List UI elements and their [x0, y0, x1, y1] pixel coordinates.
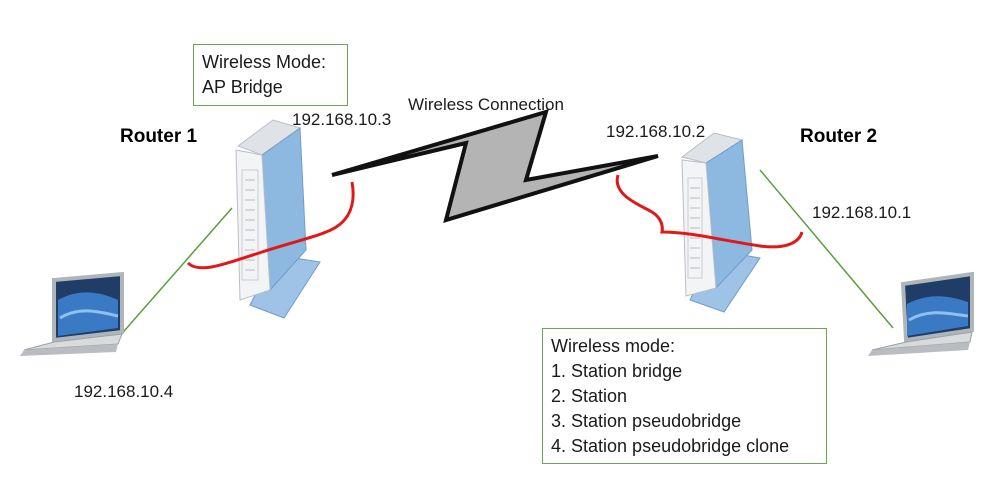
list-item: 3. Station pseudobridge — [551, 411, 742, 431]
router1-wifi-ip: 192.168.10.3 — [292, 110, 392, 129]
router1-mode-value: AP Bridge — [202, 77, 283, 97]
router2-lan-ip: 192.168.10.1 — [812, 203, 912, 222]
router2-mode-list: 1. Station bridge 2. Station 3. Station … — [551, 359, 818, 459]
laptop1-cable — [117, 207, 233, 339]
router2-bridge-brace — [615, 174, 804, 249]
laptop1-ip: 192.168.10.4 — [74, 382, 174, 401]
router1-mode-box: Wireless Mode: AP Bridge — [193, 44, 348, 106]
wireless-link-bolt — [331, 109, 659, 223]
router2-mode-box: Wireless mode: 1. Station bridge 2. Stat… — [542, 328, 827, 464]
list-item: 2. Station — [551, 386, 628, 406]
router1-bridge-brace — [186, 181, 355, 270]
router1-icon — [235, 119, 321, 319]
router2-mode-title: Wireless mode: — [551, 336, 676, 356]
router2-icon — [680, 132, 761, 313]
laptop2-cable — [759, 169, 894, 329]
router1-mode-title: Wireless Mode: — [202, 52, 327, 72]
list-item: 1. Station bridge — [551, 361, 683, 381]
wireless-connection-label: Wireless Connection — [408, 95, 564, 114]
laptop2-icon — [868, 271, 974, 356]
router2-label: Router 2 — [800, 126, 878, 147]
laptop1-icon — [20, 271, 124, 356]
router2-wifi-ip: 192.168.10.2 — [606, 122, 706, 141]
router1-label: Router 1 — [120, 126, 198, 147]
list-item: 4. Station pseudobridge clone — [551, 436, 790, 456]
